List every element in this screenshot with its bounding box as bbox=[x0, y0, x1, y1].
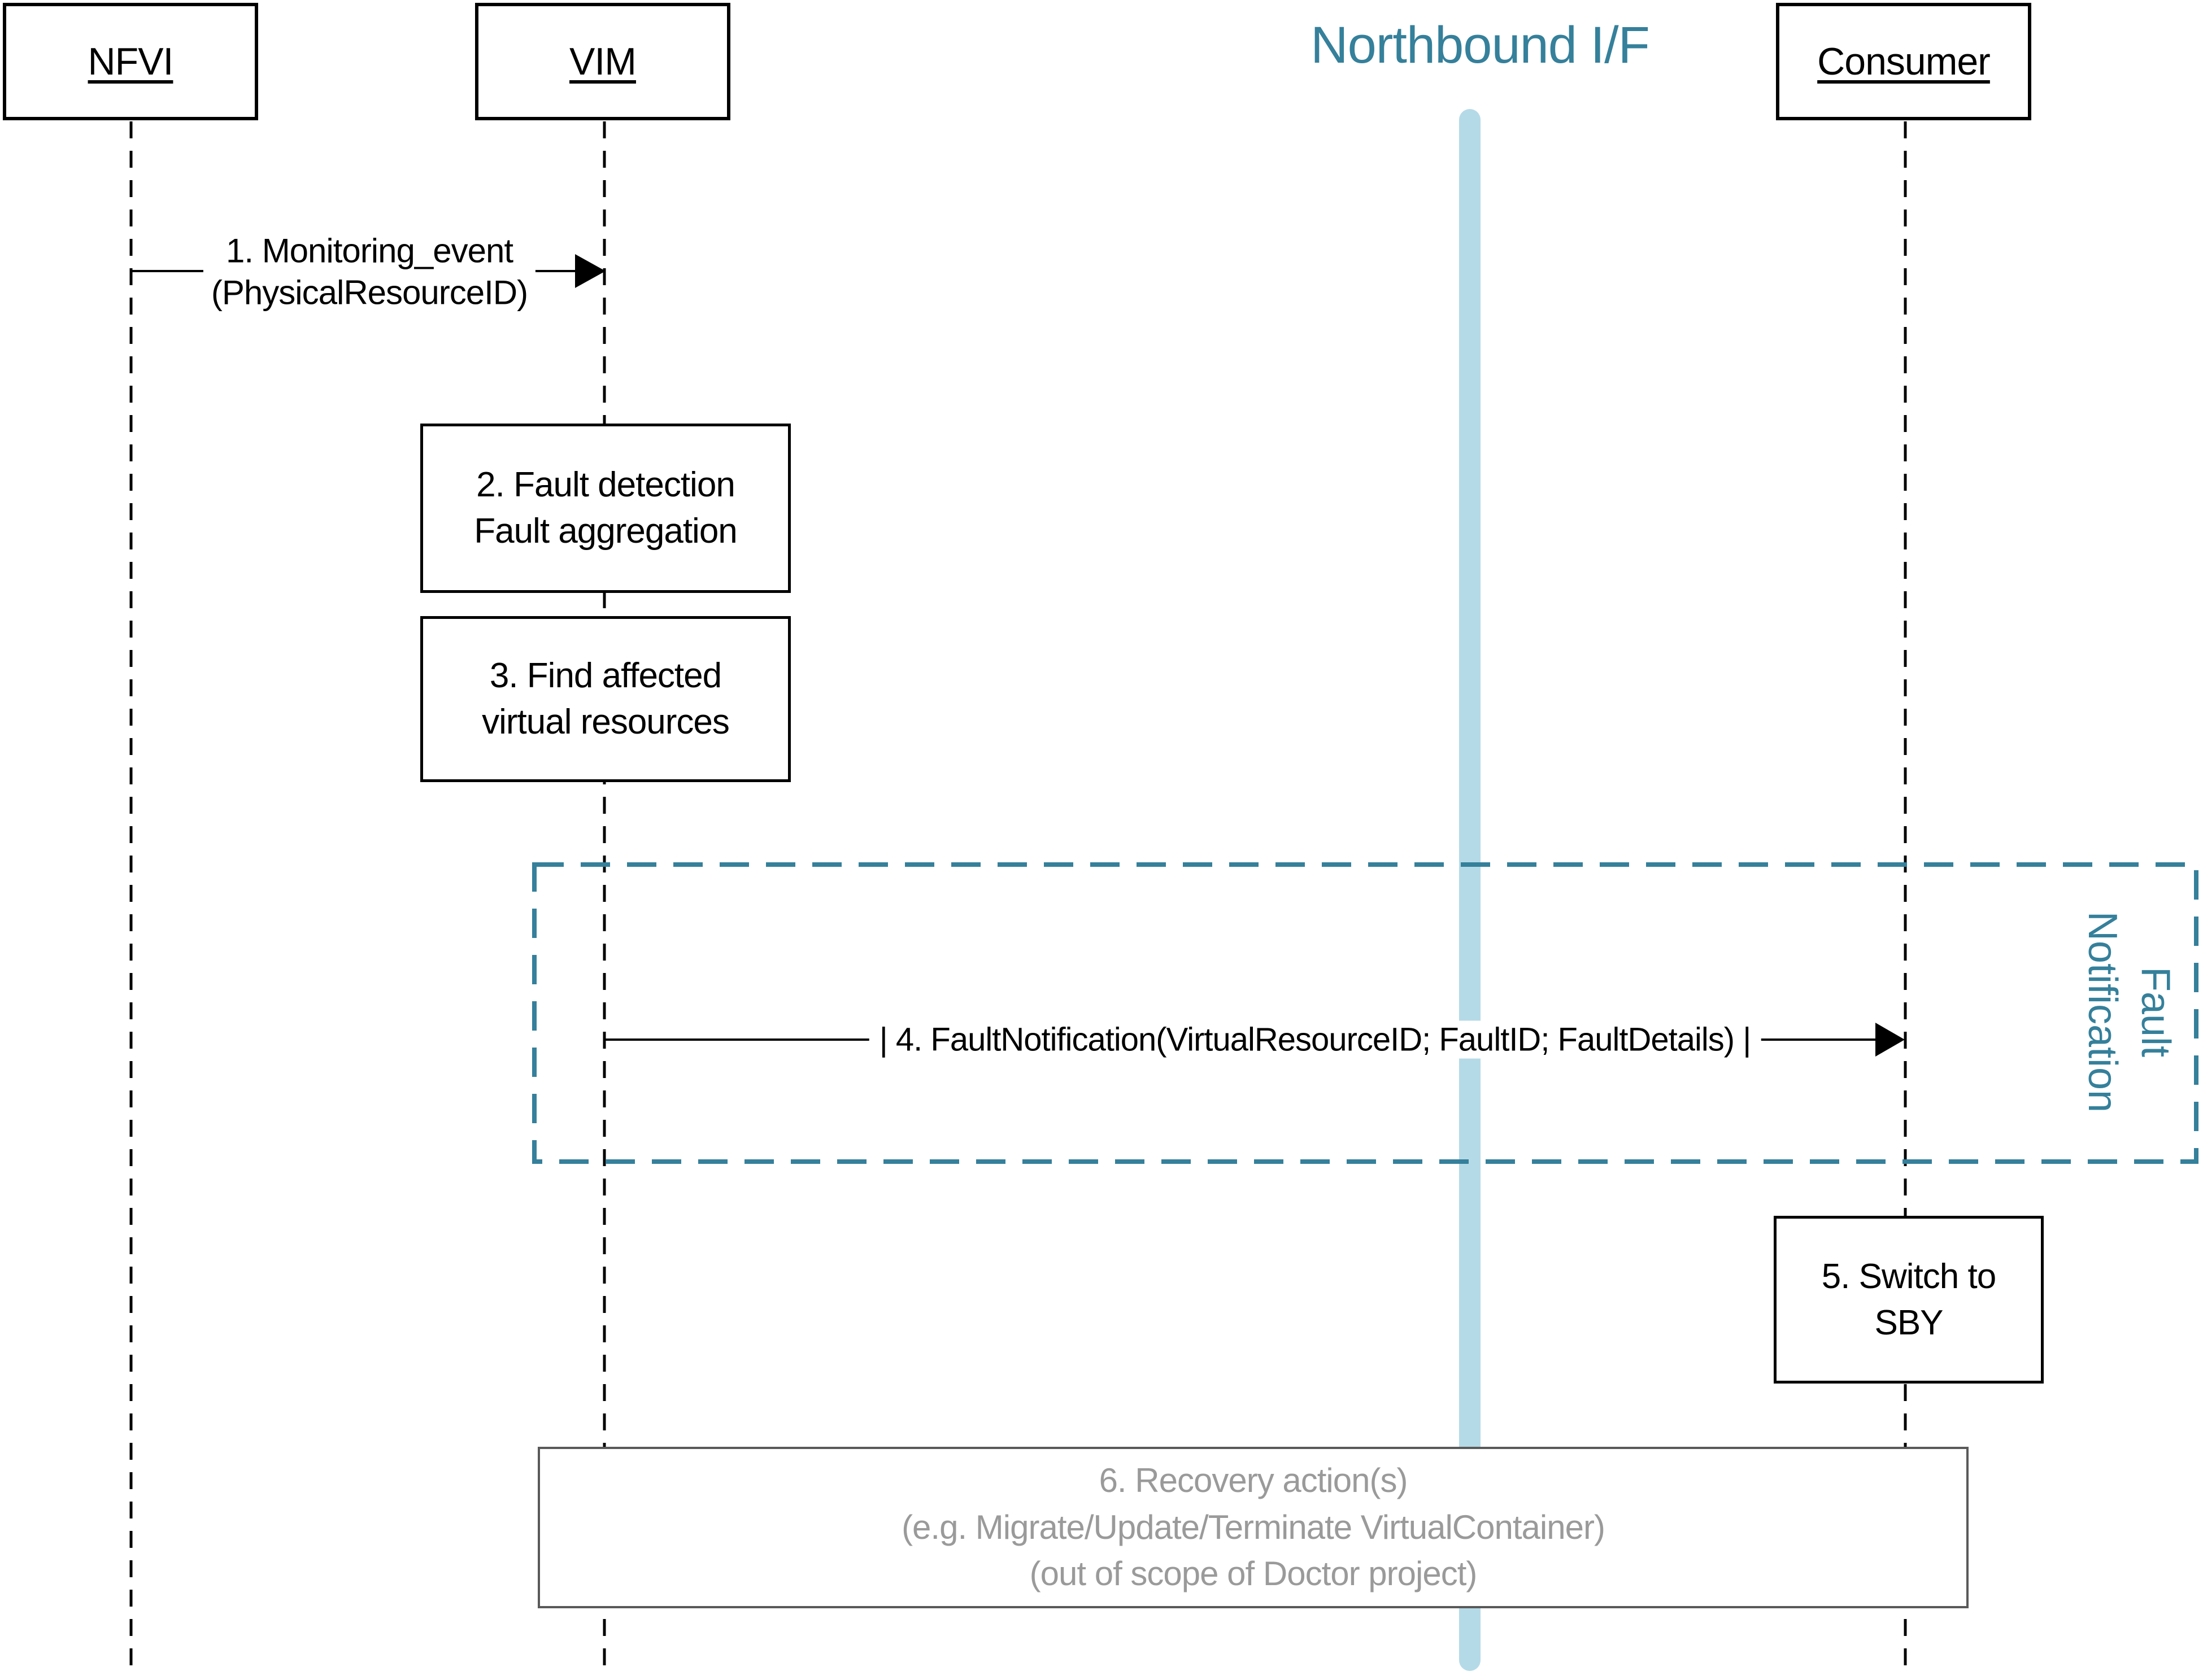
activity-6-line1: 6. Recovery action(s) bbox=[1099, 1461, 1408, 1499]
activity-2-line1: 2. Fault detection bbox=[476, 465, 735, 505]
activity-5-line1: 5. Switch to bbox=[1821, 1256, 1996, 1296]
message-4-text: | 4. FaultNotification(VirtualResourceID… bbox=[879, 1021, 1752, 1058]
actor-vim-label: VIM bbox=[569, 40, 637, 83]
actor-vim: VIM bbox=[475, 3, 730, 120]
activity-switch-to-sby: 5. Switch to SBY bbox=[1774, 1216, 2044, 1384]
activity-3-line2: virtual resources bbox=[482, 702, 730, 741]
frame-label-line1: Fault bbox=[2133, 966, 2178, 1058]
fault-notification-frame-label: Fault Notification bbox=[2069, 837, 2182, 1187]
activity-6-line3: (out of scope of Doctor project) bbox=[1029, 1555, 1478, 1593]
actor-consumer-label: Consumer bbox=[1817, 40, 1991, 83]
message-1-label: 1. Monitoring_event (PhysicalResourceID) bbox=[203, 230, 536, 315]
activity-5-line2: SBY bbox=[1874, 1303, 1943, 1342]
activity-fault-detection: 2. Fault detection Fault aggregation bbox=[420, 424, 791, 593]
actor-consumer: Consumer bbox=[1776, 3, 2031, 120]
activity-find-affected: 3. Find affected virtual resources bbox=[420, 616, 791, 782]
actor-nfvi-label: NFVI bbox=[88, 40, 174, 83]
message-1-line2: (PhysicalResourceID) bbox=[211, 274, 528, 312]
activity-3-line1: 3. Find affected bbox=[489, 656, 722, 696]
message-1-line1: 1. Monitoring_event bbox=[225, 232, 513, 270]
actor-nfvi: NFVI bbox=[3, 3, 258, 120]
activity-2-line2: Fault aggregation bbox=[474, 512, 738, 551]
activity-recovery-actions: 6. Recovery action(s) (e.g. Migrate/Upda… bbox=[538, 1447, 1969, 1608]
activity-6-line2: (e.g. Migrate/Update/Terminate VirtualCo… bbox=[902, 1508, 1605, 1546]
message-4-label: | 4. FaultNotification(VirtualResourceID… bbox=[869, 1020, 1761, 1059]
fault-notification-frame bbox=[532, 862, 2198, 1164]
frame-label-line2: Notification bbox=[2080, 911, 2126, 1113]
northbound-interface-title: Northbound I/F bbox=[1311, 16, 1650, 74]
